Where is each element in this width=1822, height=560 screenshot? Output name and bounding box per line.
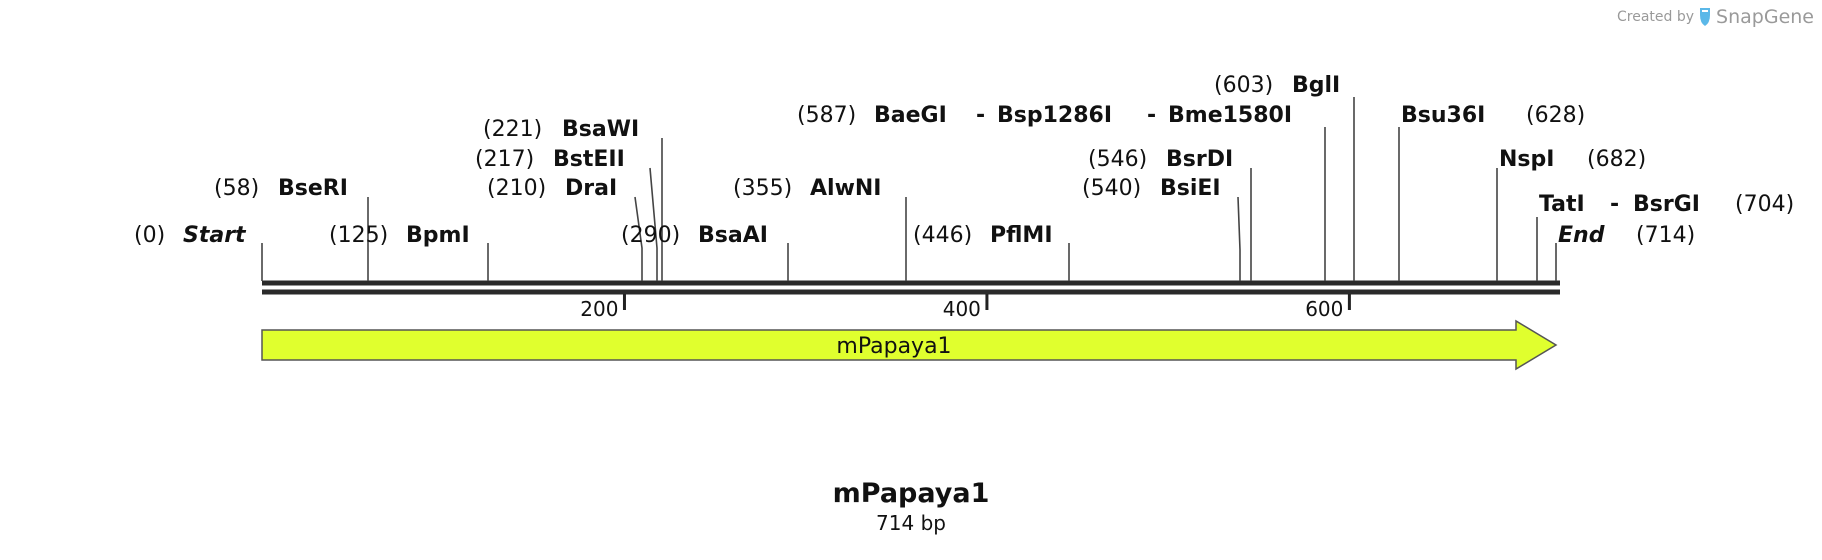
ruler-tick-label: 400 — [943, 297, 981, 321]
site-enzyme: DraI — [565, 176, 617, 201]
site-leaders — [261, 97, 1557, 281]
site-enzyme: NspI — [1499, 147, 1554, 172]
site-position: (290) — [621, 223, 680, 248]
site-end-label: End — [1558, 223, 1605, 248]
site-enzyme: PflMI — [990, 223, 1053, 248]
site-enzyme-bme1580i: Bme1580I — [1168, 103, 1292, 128]
site-enzyme-bsp1286i: Bsp1286I — [997, 103, 1112, 128]
site-bsrdi[interactable]: (546) BsrDI — [1088, 147, 1233, 172]
sequence-title-block: mPapaya1 714 bp — [0, 478, 1822, 535]
site-separator: - — [976, 103, 985, 128]
site-nspi[interactable]: NspI (682) — [1499, 147, 1646, 172]
snapgene-logo-icon — [1700, 8, 1711, 26]
site-position: (446) — [913, 223, 972, 248]
site-position: (682) — [1587, 147, 1646, 172]
leader-drai — [634, 196, 643, 281]
site-bsteii[interactable]: (217) BstEII — [475, 147, 625, 172]
site-position: (628) — [1526, 103, 1585, 128]
site-enzyme: BpmI — [406, 223, 470, 248]
site-bsawi[interactable]: (221) BsaWI — [483, 117, 639, 142]
site-position: (704) — [1735, 192, 1794, 217]
sequence-name: mPapaya1 — [832, 478, 990, 509]
site-enzyme: BsaWI — [562, 117, 639, 142]
ruler-tick-label: 600 — [1305, 297, 1343, 321]
snapgene-watermark: Created by SnapGene — [1617, 6, 1814, 28]
site-position: (58) — [214, 176, 259, 201]
feature-arrow[interactable] — [261, 319, 1558, 371]
site-position: (540) — [1082, 176, 1141, 201]
leader-bsiei — [1237, 196, 1241, 281]
site-alwni[interactable]: (355) AlwNI — [733, 176, 882, 201]
site-enzyme: BsrDI — [1166, 147, 1233, 172]
site-baegi-group[interactable]: (587) BaeGI - Bsp1286I - Bme1580I — [797, 103, 1292, 128]
site-start[interactable]: (0) Start — [134, 223, 247, 248]
site-position: (221) — [483, 117, 542, 142]
site-pflmi[interactable]: (446) PflMI — [913, 223, 1053, 248]
site-enzyme: BglI — [1292, 73, 1340, 98]
site-position: (546) — [1088, 147, 1147, 172]
site-position: (355) — [733, 176, 792, 201]
site-start-label: Start — [183, 223, 247, 248]
created-by-text: Created by — [1617, 9, 1695, 25]
site-end[interactable]: End (714) — [1558, 223, 1695, 248]
site-position: (587) — [797, 103, 856, 128]
site-position: (125) — [329, 223, 388, 248]
site-enzyme: BseRI — [278, 176, 348, 201]
site-position: (217) — [475, 147, 534, 172]
site-enzyme-bsrgi: BsrGI — [1633, 192, 1700, 217]
site-enzyme: BsiEI — [1160, 176, 1221, 201]
site-enzyme: BstEII — [553, 147, 625, 172]
site-position: (603) — [1214, 73, 1273, 98]
site-enzyme: AlwNI — [810, 176, 882, 201]
site-bpmi[interactable]: (125) BpmI — [329, 223, 470, 248]
site-tati-group[interactable]: TatI - BsrGI (704) — [1539, 192, 1794, 217]
site-bsu36i[interactable]: Bsu36I (628) — [1401, 103, 1585, 128]
sequence-length: 714 bp — [876, 511, 946, 535]
leader-bsteii — [649, 167, 658, 281]
ruler-tick-label: 200 — [580, 297, 618, 321]
site-bseri[interactable]: (58) BseRI — [214, 176, 348, 201]
site-enzyme: Bsu36I — [1401, 103, 1485, 128]
site-bsaai[interactable]: (290) BsaAI — [621, 223, 768, 248]
site-bgli[interactable]: (603) BglI — [1214, 73, 1340, 98]
site-separator: - — [1610, 192, 1619, 217]
feature-label: mPapaya1 — [836, 334, 951, 359]
site-bsiei[interactable]: (540) BsiEI — [1082, 176, 1221, 201]
site-position: (714) — [1636, 223, 1695, 248]
site-enzyme-baegi: BaeGI — [874, 103, 947, 128]
site-enzyme: BsaAI — [698, 223, 768, 248]
site-enzyme-tati: TatI — [1539, 192, 1585, 217]
site-position: (210) — [487, 176, 546, 201]
snapgene-brand: SnapGene — [1716, 6, 1814, 28]
site-position: (0) — [134, 223, 165, 248]
feature-mpapaya1[interactable]: mPapaya1 — [261, 319, 1558, 371]
site-drai[interactable]: (210) DraI — [487, 176, 617, 201]
ruler: 200 400 600 — [580, 294, 1351, 321]
site-separator: - — [1147, 103, 1156, 128]
